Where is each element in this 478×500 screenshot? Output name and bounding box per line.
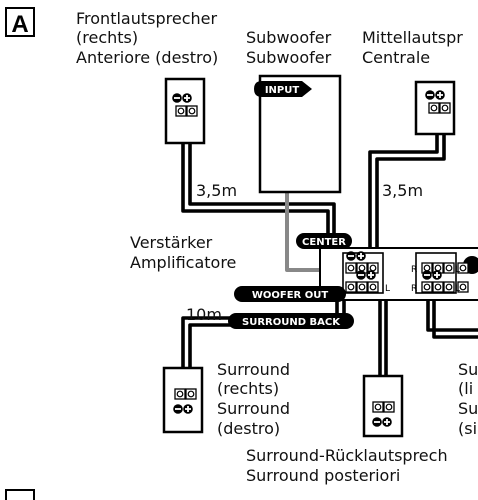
surround-back-label-1: Surround-Rücklautsprech bbox=[246, 446, 448, 465]
surround-back-tag: SURROUND BACK bbox=[228, 313, 354, 329]
svg-text:INPUT: INPUT bbox=[265, 85, 300, 96]
surround-right-label-4: (destro) bbox=[217, 419, 280, 438]
panel-letter-box bbox=[5, 7, 35, 37]
surround-left-label-1: Su bbox=[458, 360, 478, 379]
terminal-l-mid: L bbox=[385, 284, 390, 294]
surround-left-cable-2 bbox=[432, 293, 478, 339]
amplifier-label-2: Amplificatore bbox=[130, 253, 236, 272]
subwoofer-label-2: Subwoofer bbox=[246, 48, 332, 67]
woofer-out-tag: WOOFER OUT bbox=[234, 286, 346, 302]
front-right-label-3: Anteriore (destro) bbox=[76, 48, 218, 67]
center-distance-label: 3,5m bbox=[382, 181, 423, 200]
input-tag: INPUT bbox=[254, 81, 312, 97]
terminal-r-top: R bbox=[411, 265, 417, 275]
svg-text:WOOFER OUT: WOOFER OUT bbox=[252, 290, 328, 301]
rear-distance-label: 10m bbox=[186, 305, 222, 324]
surround-right-label-2: (rechts) bbox=[217, 379, 279, 398]
amplifier-panel: R L L R L bbox=[319, 247, 478, 301]
panel-letter: A bbox=[11, 11, 28, 38]
next-panel-box bbox=[5, 489, 35, 500]
surround-right-speaker bbox=[162, 366, 204, 434]
surround-back-label-2: Surround posteriori bbox=[246, 466, 400, 485]
center-speaker-label-2: Centrale bbox=[362, 48, 430, 67]
surround-left-label-3: Su bbox=[458, 399, 478, 418]
surround-left-label-4: (si bbox=[458, 419, 477, 438]
front-distance-label: 3,5m bbox=[196, 181, 237, 200]
surround-right-label-1: Surround bbox=[217, 360, 290, 379]
surround-back-speaker bbox=[362, 374, 404, 438]
surround-left-cable bbox=[426, 293, 478, 332]
svg-text:CENTER: CENTER bbox=[302, 237, 346, 248]
center-cable-2 bbox=[375, 112, 446, 268]
surround-left-label-2: (li bbox=[458, 379, 473, 398]
front-right-label-2: (rechts) bbox=[76, 28, 138, 47]
front-right-speaker bbox=[164, 77, 206, 145]
terminal-l-bottom: L bbox=[455, 284, 460, 294]
center-speaker bbox=[414, 80, 456, 136]
front-right-label-1: Frontlautsprecher bbox=[76, 9, 217, 28]
terminal-r-bottom: R bbox=[411, 284, 417, 294]
terminal-l-top: L bbox=[455, 265, 460, 275]
center-speaker-label-1: Mittellautspr bbox=[362, 28, 463, 47]
surround-right-label-3: Surround bbox=[217, 399, 290, 418]
center-tag: CENTER bbox=[296, 233, 352, 249]
amplifier-label-1: Verstärker bbox=[130, 233, 213, 252]
subwoofer-label-1: Subwoofer bbox=[246, 28, 332, 47]
svg-text:SURROUND BACK: SURROUND BACK bbox=[242, 317, 341, 328]
